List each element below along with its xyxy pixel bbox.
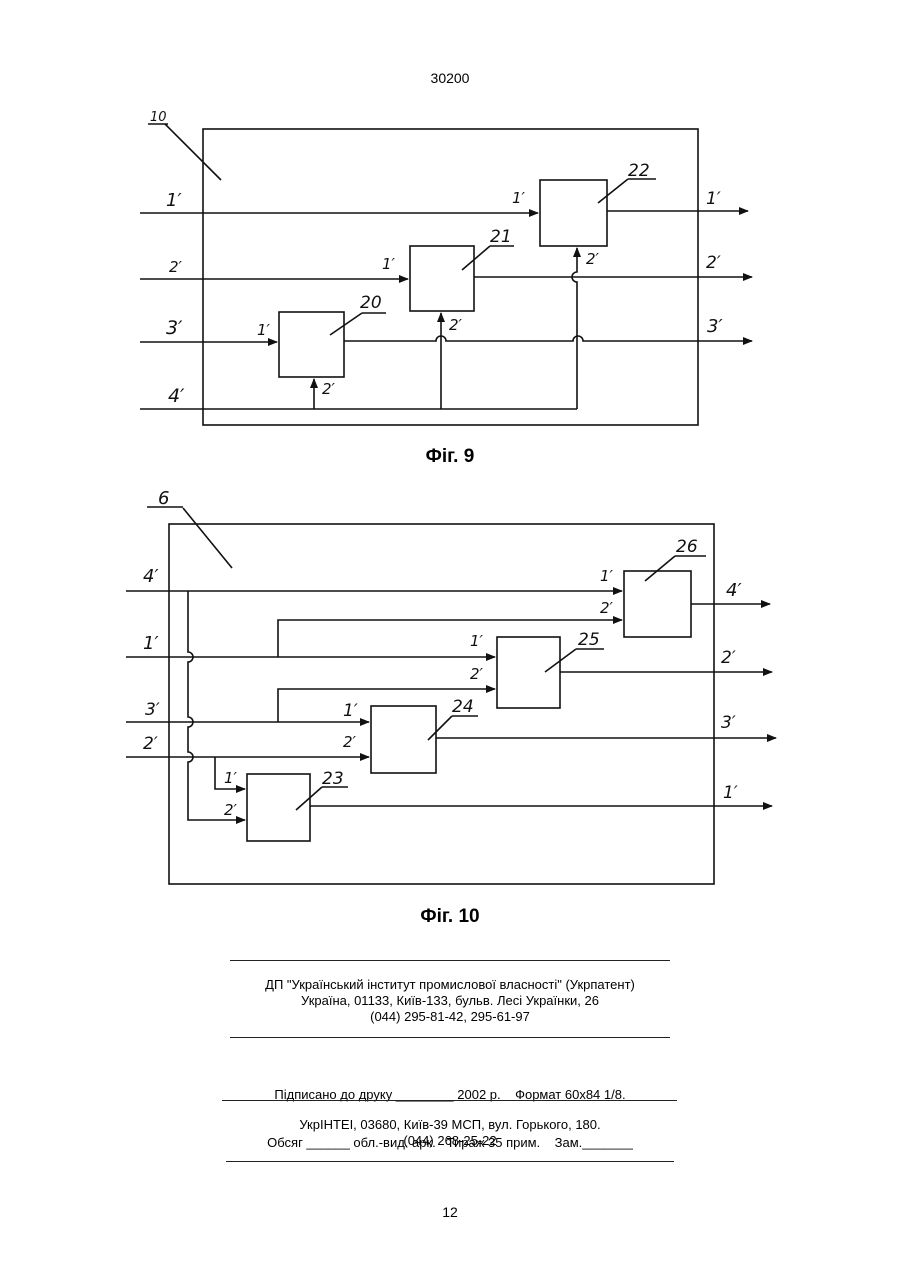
svg-text:21: 21	[490, 227, 512, 247]
fig10-block-23	[247, 774, 310, 841]
svg-text:2′: 2′	[449, 316, 463, 334]
fig10-block-26	[624, 571, 691, 637]
svg-text:1′: 1′	[257, 321, 271, 339]
svg-text:1′: 1′	[512, 189, 526, 207]
svg-text:1′: 1′	[723, 783, 738, 803]
svg-text:3′: 3′	[707, 316, 723, 337]
page-number: 12	[0, 1204, 900, 1220]
svg-text:2′: 2′	[721, 648, 736, 668]
figure-9-diagram: 10 1′ 2′ 3′ 4′ 20 1′ 2′ 21 1′ 2′ 22 1′ 2…	[0, 0, 900, 440]
svg-text:3′: 3′	[721, 713, 736, 733]
publisher-block: ДП "Український інститут промислової вла…	[0, 977, 900, 1025]
svg-text:1′: 1′	[382, 255, 396, 273]
svg-text:2′: 2′	[600, 599, 614, 617]
fig10-frame	[169, 524, 714, 884]
svg-text:2′: 2′	[143, 734, 158, 754]
fig9-frame-leader	[165, 124, 221, 180]
svg-text:1′: 1′	[224, 769, 238, 787]
svg-text:2′: 2′	[322, 380, 336, 398]
publisher-line-1: ДП "Український інститут промислової вла…	[0, 977, 900, 993]
fig10-frame-label: 6	[158, 488, 169, 509]
fig9-out-3	[344, 336, 752, 341]
printer-line-2: (044) 268-25-22	[0, 1133, 900, 1149]
printer-block: УкрІНТЕІ, 03680, Київ-39 МСП, вул. Горьк…	[0, 1117, 900, 1149]
figure-9-caption: Фіг. 9	[0, 446, 900, 468]
svg-text:4′: 4′	[168, 385, 185, 407]
fig9-frame-label: 10	[150, 110, 167, 125]
svg-text:4′: 4′	[726, 580, 742, 601]
svg-text:3′: 3′	[145, 700, 160, 720]
fig10-block-25	[497, 637, 560, 708]
svg-text:2′: 2′	[343, 733, 357, 751]
svg-text:1′: 1′	[600, 567, 614, 585]
fig9-block-21	[410, 246, 474, 311]
svg-text:3′: 3′	[166, 317, 183, 339]
fig9-block-22	[540, 180, 607, 246]
print-info-block: Підписано до друку ________ 2002 р. Форм…	[0, 1055, 900, 1167]
svg-text:2′: 2′	[224, 801, 238, 819]
divider	[230, 1037, 670, 1038]
publisher-line-3: (044) 295-81-42, 295-61-97	[0, 1009, 900, 1025]
divider	[230, 960, 670, 961]
fig9-block-20	[279, 312, 344, 377]
svg-text:2′: 2′	[470, 665, 484, 683]
svg-text:2′: 2′	[706, 253, 721, 273]
svg-text:2′: 2′	[169, 258, 183, 276]
divider	[222, 1100, 677, 1101]
printer-line-1: УкрІНТЕІ, 03680, Київ-39 МСП, вул. Горьк…	[0, 1117, 900, 1133]
svg-text:23: 23	[322, 769, 344, 789]
svg-text:1′: 1′	[166, 190, 182, 211]
fig10-block-24	[371, 706, 436, 773]
figure-10-diagram: 6 4′ 1′ 3′ 2′ 26 1′ 2′ 25 1′ 2′ 24 1′ 2′…	[0, 480, 900, 900]
svg-text:1′: 1′	[706, 189, 721, 209]
divider	[226, 1161, 674, 1162]
publisher-line-2: Україна, 01133, Київ-133, бульв. Лесі Ук…	[0, 993, 900, 1009]
svg-text:24: 24	[452, 697, 474, 717]
figure-10-caption: Фіг. 10	[0, 906, 900, 928]
svg-text:1′: 1′	[343, 701, 358, 721]
svg-text:25: 25	[578, 630, 600, 650]
svg-text:20: 20	[360, 293, 382, 313]
svg-text:1′: 1′	[143, 633, 159, 654]
svg-text:22: 22	[628, 161, 650, 181]
svg-text:26: 26	[676, 537, 698, 557]
svg-text:4′: 4′	[143, 566, 159, 587]
svg-text:2′: 2′	[586, 250, 600, 268]
svg-text:1′: 1′	[470, 632, 484, 650]
